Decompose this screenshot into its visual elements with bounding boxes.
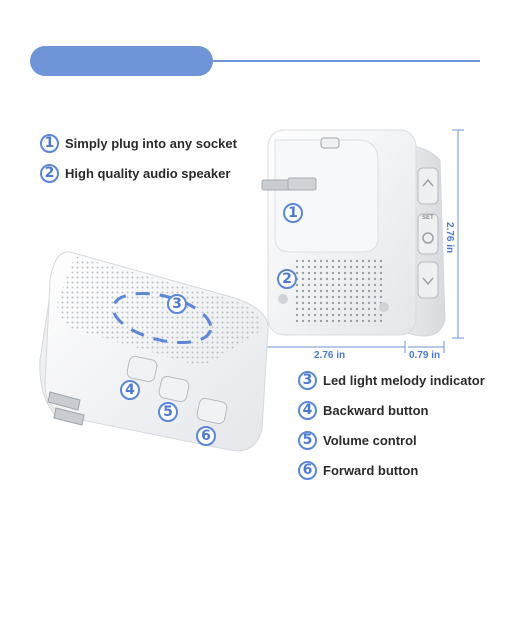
- device-badge-4: 4: [120, 380, 140, 400]
- width-dimension: 2.76 in: [314, 350, 345, 361]
- device-badge-1: 1: [283, 203, 303, 223]
- feature-5: 5 Volume control: [298, 429, 417, 451]
- feature-6: 6 Forward button: [298, 459, 418, 481]
- badge-4: 4: [298, 401, 317, 420]
- device-badge-2: 2: [277, 269, 297, 289]
- device-badge-6: 6: [196, 426, 216, 446]
- set-button-label: SET: [422, 215, 434, 221]
- device-badge-3: 3: [167, 294, 187, 314]
- feature-3-label: Led light melody indicator: [323, 373, 485, 388]
- depth-dimension: 0.79 in: [409, 350, 440, 361]
- badge-6: 6: [298, 461, 317, 480]
- badge-5: 5: [298, 431, 317, 450]
- badge-3: 3: [298, 371, 317, 390]
- feature-6-label: Forward button: [323, 463, 418, 478]
- height-dimension: 2.76 in: [444, 222, 455, 253]
- front-view-device: [262, 130, 445, 336]
- angled-view-device: [40, 252, 268, 451]
- feature-4: 4 Backward button: [298, 399, 428, 421]
- feature-5-label: Volume control: [323, 433, 417, 448]
- feature-3: 3 Led light melody indicator: [298, 369, 485, 391]
- device-badge-5: 5: [158, 402, 178, 422]
- feature-4-label: Backward button: [323, 403, 428, 418]
